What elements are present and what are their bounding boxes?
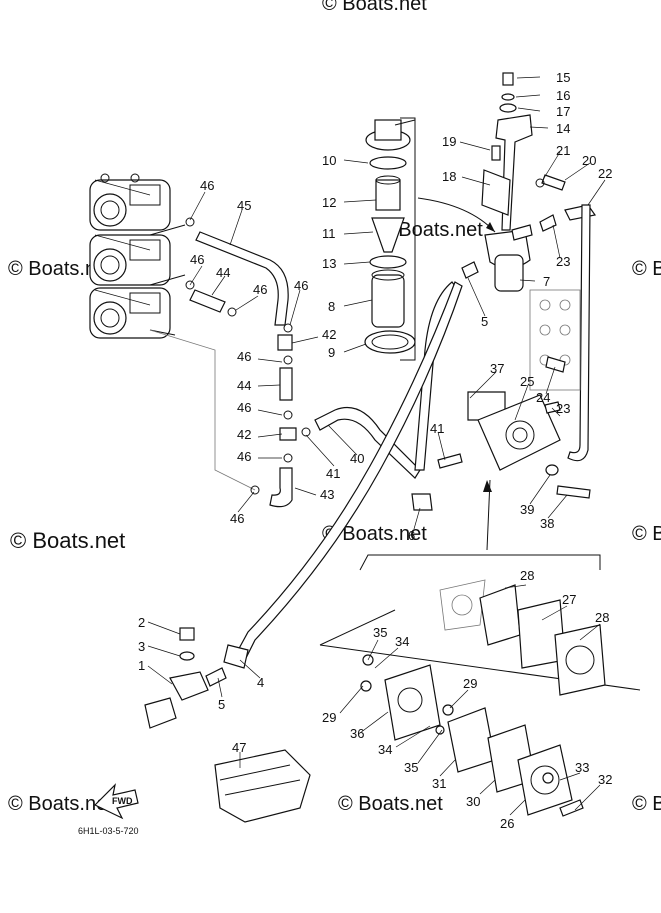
callout-10: 10: [322, 153, 336, 168]
callout-5: 5: [481, 314, 488, 329]
filter-bracket-assembly: [461, 72, 597, 462]
callout-14: 14: [556, 121, 570, 136]
callout-8: 8: [328, 299, 335, 314]
callout-25: 25: [520, 374, 534, 389]
callout-29: 29: [463, 676, 477, 691]
callout-26: 26: [500, 816, 514, 831]
fuel-joint-assembly: [144, 627, 249, 729]
leader-lines: [147, 76, 606, 816]
watermark-text: © Boats.net: [8, 258, 113, 280]
callout-16: 16: [556, 88, 570, 103]
callout-22: 22: [598, 166, 612, 181]
callout-17: 17: [556, 104, 570, 119]
callout-3: 3: [138, 639, 145, 654]
fuel-filter-exploded: [364, 117, 496, 361]
callout-34: 34: [395, 634, 409, 649]
callout-46: 46: [230, 511, 244, 526]
callout-46: 46: [294, 278, 308, 293]
callout-39: 39: [520, 502, 534, 517]
item-47-cover: [214, 749, 311, 823]
callout-21: 21: [556, 143, 570, 158]
carburetor-assembly: [89, 173, 186, 339]
callout-33: 33: [575, 760, 589, 775]
fwd-label: FWD: [112, 796, 133, 806]
callout-27: 27: [562, 592, 576, 607]
callout-18: 18: [442, 169, 456, 184]
fuel-pump-assembly: [411, 281, 591, 551]
callout-34: 34: [378, 742, 392, 757]
callout-28: 28: [520, 568, 534, 583]
callout-36: 36: [350, 726, 364, 741]
watermark-text: © Boats.net: [632, 793, 661, 815]
boats-net-watermark: © Boats.net: [10, 528, 125, 553]
fwd-arrow-icon: FWD: [93, 783, 139, 820]
watermark-text: © Boats.net: [378, 219, 483, 241]
callout-4: 4: [257, 675, 264, 690]
callout-46: 46: [253, 282, 267, 297]
callout-15: 15: [556, 70, 570, 85]
callout-31: 31: [432, 776, 446, 791]
watermark-text: © Boats.net: [322, 523, 427, 545]
callout-13: 13: [322, 256, 336, 271]
callout-44: 44: [237, 378, 251, 393]
callout-20: 20: [582, 153, 596, 168]
callout-35: 35: [404, 760, 418, 775]
callout-12: 12: [322, 195, 336, 210]
watermark-text: © Boats.net: [8, 793, 113, 815]
callout-44: 44: [216, 265, 230, 280]
watermark-text: © Boats.net: [322, 0, 427, 15]
pump-diaphragm-detail: [319, 554, 641, 817]
callout-46: 46: [190, 252, 204, 267]
callout-32: 32: [598, 772, 612, 787]
callout-37: 37: [490, 361, 504, 376]
part-callouts: 1 2 3 4 5 5 6 7 8 9 10 11 12 13 14 15 16…: [138, 70, 612, 831]
callout-41: 41: [430, 421, 444, 436]
callout-38: 38: [540, 516, 554, 531]
callout-24: 24: [536, 390, 550, 405]
callout-23: 23: [556, 401, 570, 416]
watermark-text: © Boats.net: [338, 793, 443, 815]
fuel-hoses-left: [149, 217, 421, 508]
callout-7: 7: [543, 274, 550, 289]
callout-9: 9: [328, 345, 335, 360]
callout-29: 29: [322, 710, 336, 725]
callout-11: 11: [322, 226, 336, 241]
callout-28: 28: [595, 610, 609, 625]
watermark-text: © Boats.net: [632, 258, 661, 280]
callout-19: 19: [442, 134, 456, 149]
callout-30: 30: [466, 794, 480, 809]
callout-23: 23: [556, 254, 570, 269]
callout-35: 35: [373, 625, 387, 640]
watermark-layer: © Boats.net © Boats.net © Boats.net © Bo…: [8, 0, 661, 815]
callout-43: 43: [320, 487, 334, 502]
callout-46: 46: [237, 449, 251, 464]
callout-1: 1: [138, 658, 145, 673]
callout-42: 42: [237, 427, 251, 442]
callout-47: 47: [232, 740, 246, 755]
callout-2: 2: [138, 615, 145, 630]
callout-46: 46: [200, 178, 214, 193]
callout-6: 6: [408, 528, 415, 543]
callout-46: 46: [237, 400, 251, 415]
watermark-text: © Boats.net: [632, 523, 661, 545]
callout-40: 40: [350, 451, 364, 466]
callout-46: 46: [237, 349, 251, 364]
callout-5: 5: [218, 697, 225, 712]
callout-41: 41: [326, 466, 340, 481]
callout-42: 42: [322, 327, 336, 342]
diagram-code: 6H1L-03-5-720: [78, 826, 139, 836]
callout-45: 45: [237, 198, 251, 213]
